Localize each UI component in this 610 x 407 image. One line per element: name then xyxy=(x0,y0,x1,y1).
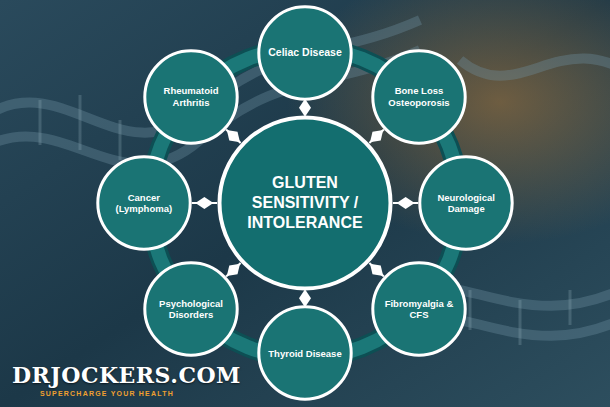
condition-circle: Fibromyalgia & CFS xyxy=(371,261,467,357)
connector-diamond xyxy=(299,289,311,307)
diamond-connector xyxy=(226,263,241,277)
connector-line xyxy=(226,129,241,143)
circle-fill xyxy=(259,307,351,399)
condition-circle: Psychological Disorders xyxy=(143,261,239,357)
center-title: GLUTEN SENSITIVITY / INTOLERANCE xyxy=(230,173,380,233)
text-stack: Rheumatoid Arthritis xyxy=(151,85,231,108)
connector-diamond xyxy=(195,197,213,209)
diamond-connector xyxy=(369,263,384,277)
condition-label: Celiac Disease xyxy=(268,46,342,59)
circle-fill xyxy=(145,50,237,142)
brand-logo: DRJOCKERS.COM xyxy=(12,362,241,388)
diamond-connector xyxy=(393,197,418,209)
text-stack: Bone Loss Osteoporosis xyxy=(379,85,459,108)
condition-circle: Bone Loss Osteoporosis xyxy=(371,49,467,145)
text-stack: Cancer (Lymphoma) xyxy=(104,192,184,215)
brand-tagline: SUPERCHARGE YOUR HEALTH xyxy=(40,390,174,397)
connector-diamond xyxy=(397,197,415,209)
diamond-connector xyxy=(369,129,384,143)
diamond-connector xyxy=(226,129,241,143)
connector-line xyxy=(369,129,384,143)
connector-diamond xyxy=(227,130,240,142)
center-circle: GLUTEN SENSITIVITY / INTOLERANCE xyxy=(217,115,393,291)
circle-fill xyxy=(373,50,465,142)
circle-fill xyxy=(373,263,465,355)
condition-label: Bone Loss Osteoporosis xyxy=(379,85,459,108)
condition-label: Cancer (Lymphoma) xyxy=(104,192,184,215)
text-stack: Celiac Disease xyxy=(268,46,342,59)
connector-diamond xyxy=(299,99,311,117)
circle-fill xyxy=(98,157,190,249)
circle-fill xyxy=(420,157,512,249)
condition-circle: Neurological Damage xyxy=(418,155,514,251)
condition-circle: Celiac Disease xyxy=(257,5,353,101)
connector-diamond xyxy=(227,264,240,276)
diamond-connector xyxy=(192,197,217,209)
text-stack: Fibromyalgia & CFS xyxy=(379,298,459,321)
connector-diamond xyxy=(370,264,383,276)
condition-circle: Thyroid Disease xyxy=(257,305,353,401)
diamond-connector xyxy=(299,99,311,117)
condition-circle: Rheumatoid Arthritis xyxy=(143,49,239,145)
text-stack: Neurological Damage xyxy=(426,192,506,215)
condition-label: Thyroid Disease xyxy=(268,348,341,359)
diamond-connector xyxy=(299,289,311,307)
text-stack: GLUTEN SENSITIVITY / INTOLERANCE xyxy=(230,173,380,233)
text-stack: Psychological Disorders xyxy=(151,298,231,321)
condition-label: Fibromyalgia & CFS xyxy=(379,298,459,321)
connector-line xyxy=(369,263,384,277)
condition-circle: Cancer (Lymphoma) xyxy=(96,155,192,251)
circle-fill xyxy=(259,6,351,98)
condition-label: Psychological Disorders xyxy=(151,298,231,321)
circle-fill xyxy=(220,118,391,289)
condition-label: Rheumatoid Arthritis xyxy=(151,85,231,108)
circle-fill xyxy=(145,263,237,355)
condition-label: Neurological Damage xyxy=(426,192,506,215)
text-stack: Thyroid Disease xyxy=(268,348,341,359)
connector-line xyxy=(226,263,241,277)
connector-diamond xyxy=(370,130,383,142)
